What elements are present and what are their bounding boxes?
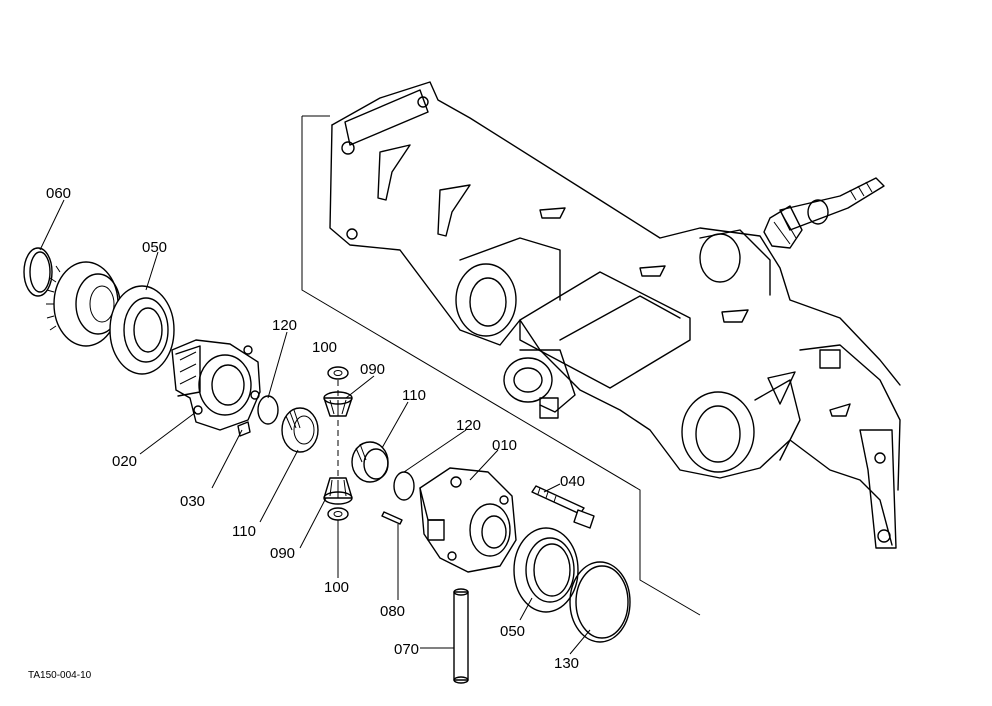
o-ring-130 xyxy=(569,561,631,643)
washer-120-top xyxy=(257,395,279,425)
side-gear-110-right xyxy=(351,441,389,483)
bolt-040 xyxy=(531,485,595,529)
diagram-code: TA150-004-10 xyxy=(28,670,92,681)
callout-090-bottom: 090 xyxy=(270,545,295,562)
callout-120-mid: 120 xyxy=(456,417,481,434)
axle-housing xyxy=(301,81,901,616)
callout-070: 070 xyxy=(394,641,419,658)
differential-case-010 xyxy=(419,467,517,573)
callout-130: 130 xyxy=(554,655,579,672)
side-gear-110-left xyxy=(281,407,319,453)
callout-110-top: 110 xyxy=(402,387,426,404)
callout-020: 020 xyxy=(112,453,137,470)
pin-030 xyxy=(237,421,251,437)
callout-050-top: 050 xyxy=(142,239,167,256)
pin-080 xyxy=(381,511,403,525)
callout-120-top: 120 xyxy=(272,317,297,334)
pinion-gear-090-bottom xyxy=(323,477,353,505)
callout-080: 080 xyxy=(380,603,405,620)
differential-case-020 xyxy=(171,339,261,431)
washer-100-top xyxy=(327,366,349,380)
spline-gear xyxy=(46,261,121,347)
pinion-shaft xyxy=(763,177,885,249)
callout-050-bottom: 050 xyxy=(500,623,525,640)
callout-010: 010 xyxy=(492,437,517,454)
pinion-shaft-070 xyxy=(453,588,469,684)
callout-100-top: 100 xyxy=(312,339,337,356)
washer-120-mid xyxy=(393,471,415,501)
callout-030: 030 xyxy=(180,493,205,510)
bearing-050-bottom xyxy=(513,527,579,613)
callout-060: 060 xyxy=(46,185,71,202)
leader-lines xyxy=(39,199,591,655)
callout-100-bottom: 100 xyxy=(324,579,349,596)
bearing-050-top xyxy=(109,285,175,375)
callout-090-top: 090 xyxy=(360,361,385,378)
snap-ring-060 xyxy=(23,247,53,297)
callout-110-bottom: 110 xyxy=(232,523,256,540)
washer-100-bottom xyxy=(327,507,349,521)
callout-040: 040 xyxy=(560,473,585,490)
